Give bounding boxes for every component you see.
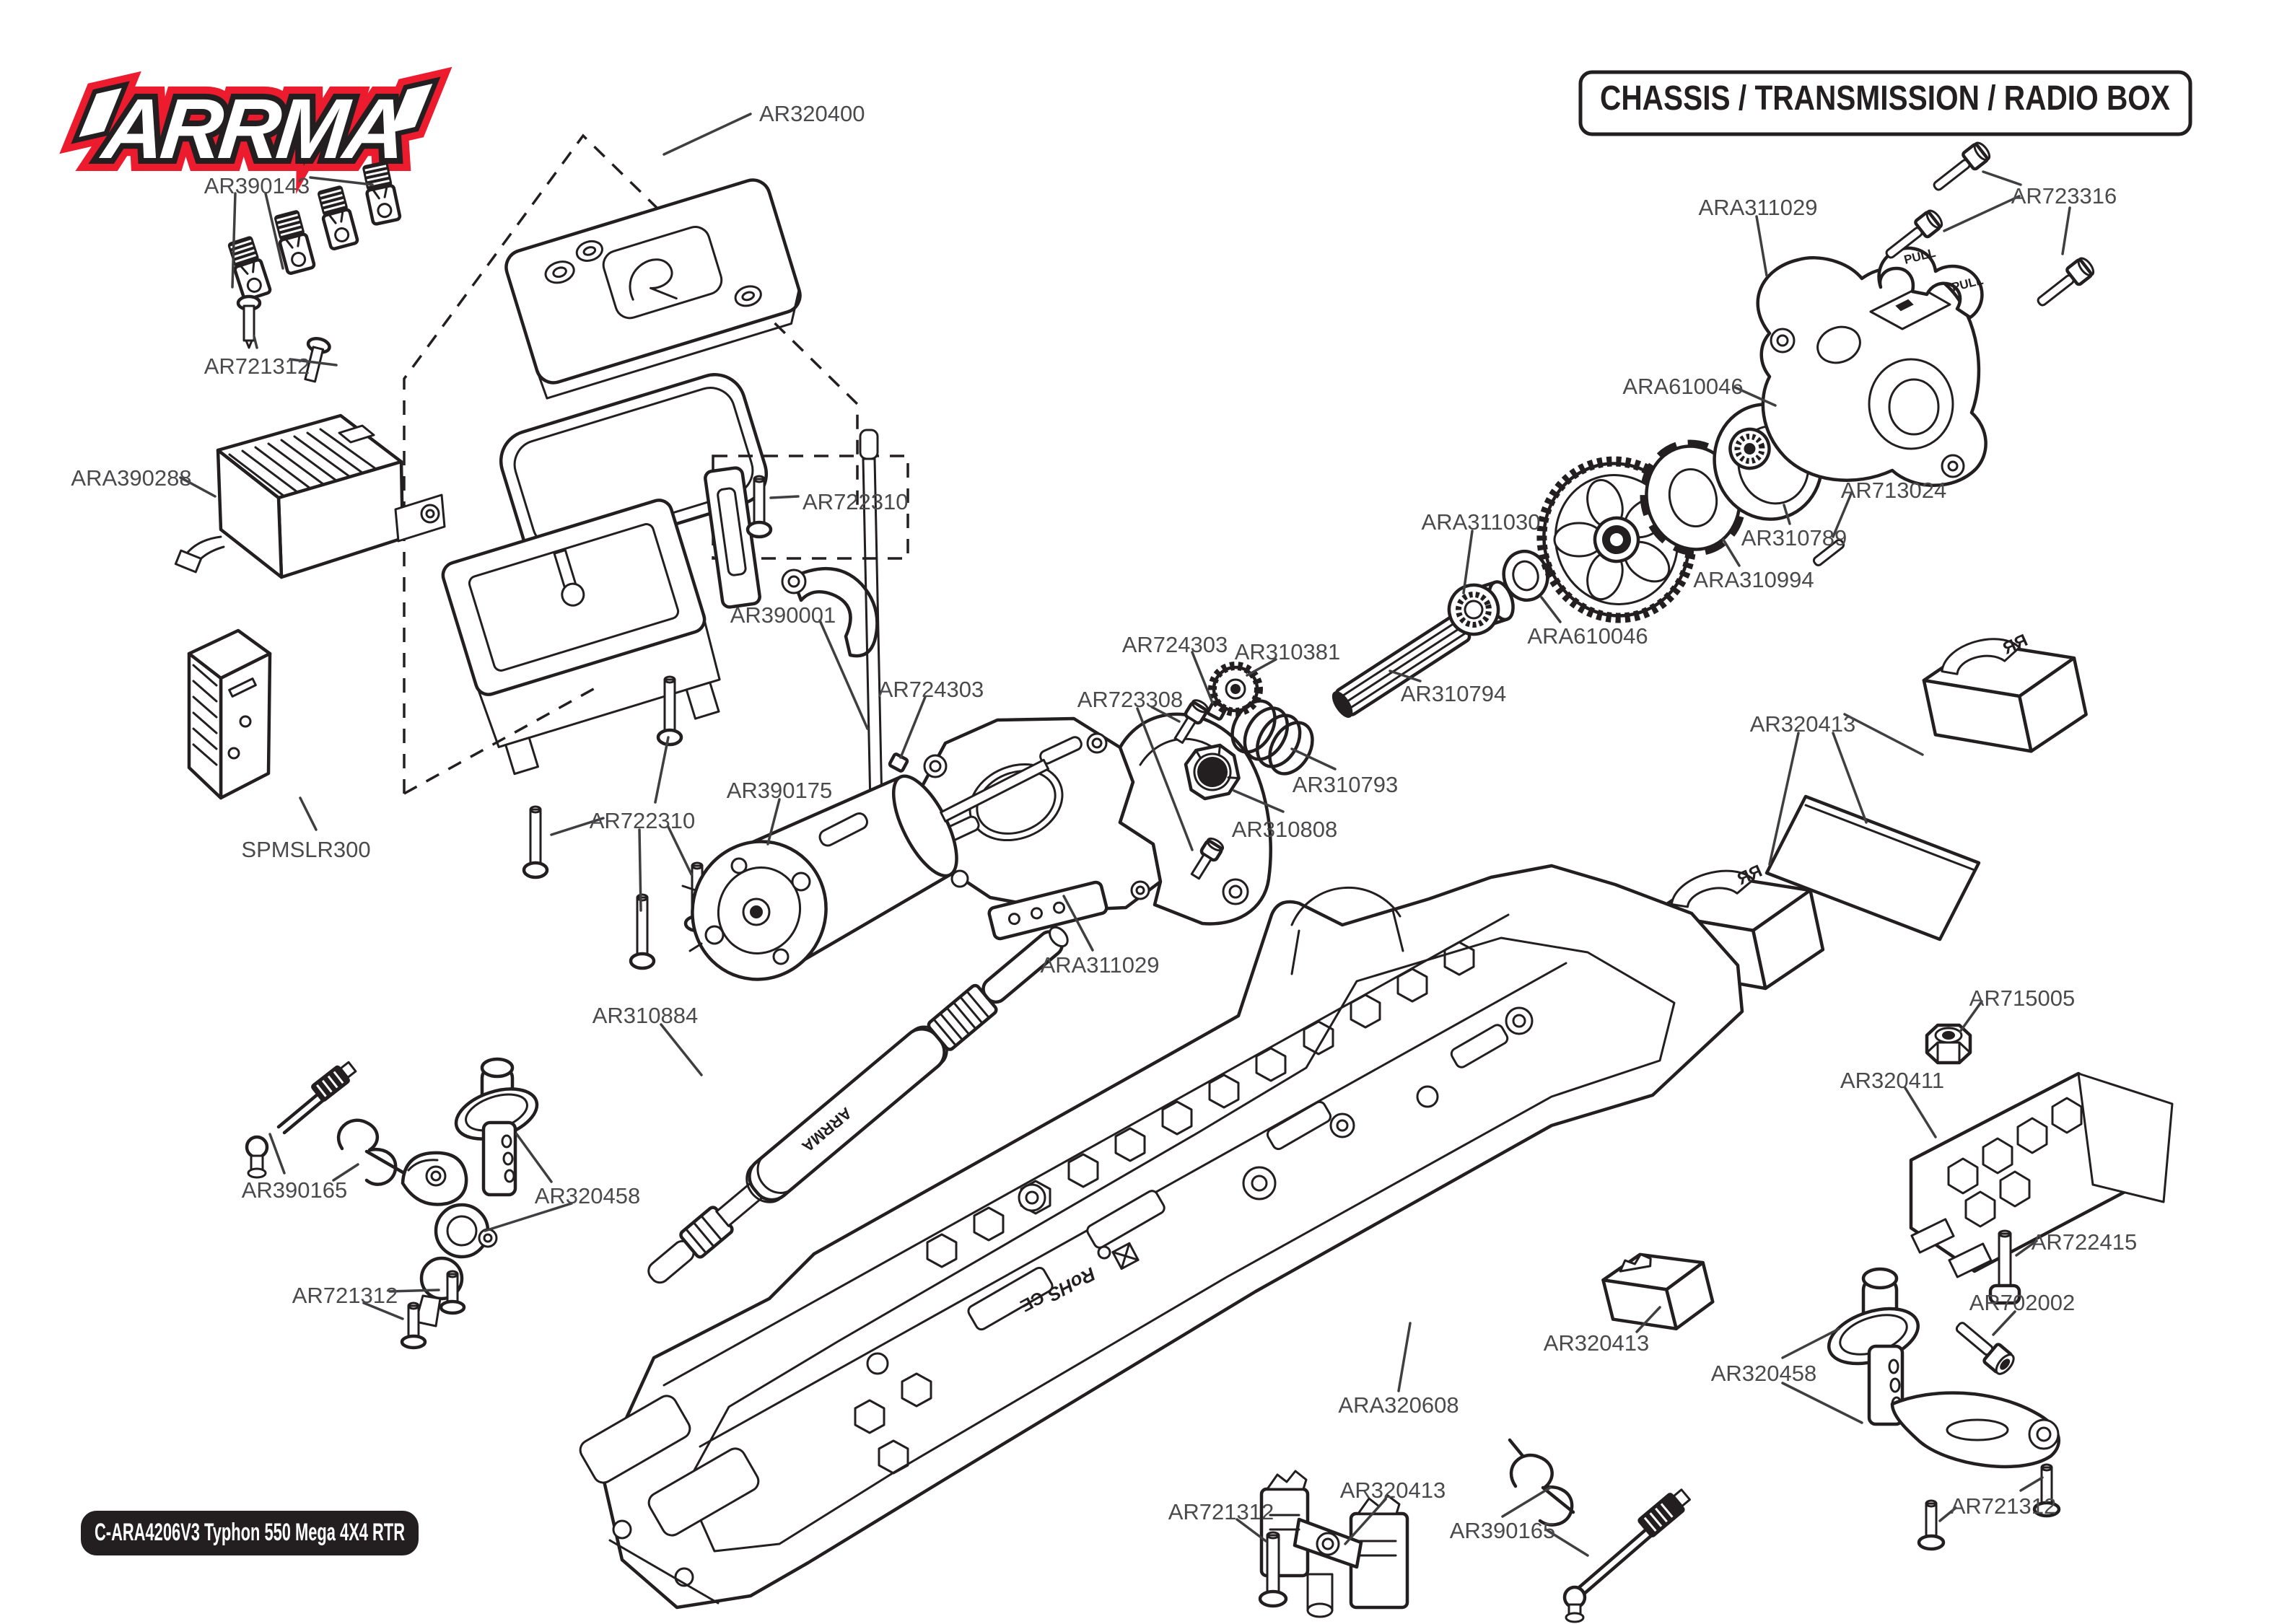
- part-label: AR721312: [1951, 1493, 2057, 1519]
- part-label: AR320413: [1750, 711, 1856, 737]
- part-label: AR390175: [727, 778, 833, 803]
- part-label: SPMSLR300: [241, 837, 370, 862]
- battery-box-right-part: RR: [1922, 631, 2088, 753]
- part-label: AR721312: [1168, 1499, 1274, 1524]
- part-label: ARA310994: [1693, 567, 1814, 592]
- part-label: AR724303: [878, 677, 984, 702]
- part-label: AR320458: [535, 1183, 641, 1208]
- body-clips-part: [227, 161, 402, 302]
- logo-quote-mark: [390, 84, 433, 133]
- part-label: AR715005: [1969, 986, 2076, 1011]
- page-title: CHASSIS / TRANSMISSION / RADIO BOX: [1600, 79, 2170, 118]
- part-label: AR320413: [1544, 1330, 1650, 1356]
- motor-mount-plates-part: [913, 712, 1272, 941]
- part-label: AR320400: [759, 101, 865, 126]
- footer-badge: C-ARA4206V3 Typhon 550 Mega 4X4 RTR: [81, 1511, 419, 1555]
- svg-text:ARRMA: ARRMA: [97, 82, 408, 177]
- part-label: AR722415: [2032, 1229, 2138, 1255]
- part-label: AR320458: [1711, 1361, 1817, 1386]
- part-label: AR723316: [2011, 183, 2117, 209]
- part-label: AR390165: [1450, 1518, 1556, 1543]
- part-label: ARA390288: [71, 465, 191, 491]
- part-label: AR310794: [1401, 681, 1507, 706]
- screw-ar721312-bottommiddle-part: [1258, 1531, 1288, 1608]
- part-label: AR724303: [1122, 632, 1228, 657]
- leader-lines: [179, 113, 2071, 1557]
- part-label: AR320411: [1840, 1068, 1944, 1093]
- title-border: [1578, 70, 2192, 136]
- esc-part: [174, 413, 446, 579]
- screw-ar722310-radio-part: [745, 475, 773, 539]
- battery-pad-part: [1764, 794, 1981, 942]
- chassis-part: RoHS CE: [579, 864, 1744, 1610]
- bearing-lower-part: [1502, 550, 1551, 602]
- part-label: ARA610046: [1527, 623, 1648, 649]
- body-post-right-part: [1827, 1267, 2060, 1469]
- gearbox-cover-part: PULL PULL: [1756, 246, 1987, 487]
- pinion-gear-part: [1208, 662, 1263, 716]
- model-label: C-ARA4206V3 Typhon 550 Mega 4X4 RTR: [95, 1519, 405, 1546]
- part-labels: AR320400 AR390143 AR721312 ARA390288 SPM…: [71, 101, 2137, 1543]
- part-label: AR702002: [1969, 1290, 2076, 1315]
- screws-ar723316-part: [1885, 141, 2095, 307]
- part-label: ARA320608: [1338, 1392, 1459, 1418]
- steering-bellcrank-part: [401, 1151, 498, 1327]
- arrma-logo: ARRMA ARRMA ARRMA: [59, 66, 452, 190]
- part-label: ARA311030: [1422, 509, 1541, 535]
- radio-box-handle-part: [781, 566, 879, 658]
- part-label: AR310808: [1232, 817, 1338, 842]
- radio-box-latch-part: [704, 466, 761, 609]
- part-label: ARA610046: [1622, 374, 1743, 399]
- part-label: AR320413: [1340, 1478, 1446, 1503]
- part-label: AR721312: [204, 354, 310, 379]
- locknut-part: [1925, 1023, 1972, 1065]
- part-label: AR310381: [1235, 639, 1341, 664]
- slipper-nut-part: [1184, 743, 1241, 801]
- part-label: AR310789: [1741, 525, 1847, 550]
- motor-part: [681, 758, 1050, 981]
- svg-text:ARRMA: ARRMA: [97, 82, 408, 177]
- screw-ar722415-part: [1988, 1229, 2021, 1305]
- part-label: AR390001: [730, 602, 836, 628]
- part-label: AR721312: [292, 1283, 398, 1308]
- part-label: AR310884: [592, 1003, 699, 1028]
- screws-ar721312-upper-part: [236, 294, 331, 383]
- part-label: AR310793: [1293, 772, 1399, 797]
- footer-box: [81, 1511, 419, 1555]
- battery-box-bottom-part: [1601, 1252, 1715, 1330]
- part-label: AR722310: [803, 489, 909, 514]
- pin-ar713024-part: [1812, 539, 1845, 566]
- oneway-hub-part: [1447, 580, 1515, 636]
- part-label: AR722310: [590, 808, 696, 833]
- pins-ar721312-bottomright-part: [1917, 1463, 2061, 1551]
- part-label: AR390143: [204, 173, 310, 198]
- logo-quote-mark: [79, 88, 122, 137]
- screw-ar702002-part: [1955, 1322, 2015, 1375]
- pins-ar721312-left-part: [400, 1270, 466, 1350]
- body-post-left-part: [454, 1057, 539, 1197]
- part-label: ARA311029: [1699, 195, 1818, 220]
- chassis-honeycomb: [854, 941, 1475, 1475]
- part-label: AR723308: [1077, 687, 1184, 712]
- title-box: CHASSIS / TRANSMISSION / RADIO BOX: [1578, 70, 2192, 136]
- logo-fill-white: ARRMA: [79, 82, 433, 177]
- screws-ar723308-part: [1173, 699, 1225, 880]
- part-label: ARA311029: [1041, 952, 1160, 978]
- radio-box-lid-part: [504, 178, 802, 400]
- linkage-bottom-part: [1508, 1438, 1691, 1623]
- antenna-mount-left-part: [245, 1061, 416, 1191]
- radio-box-body-part: [441, 499, 721, 776]
- part-label: AR713024: [1841, 478, 1947, 503]
- part-label: AR390165: [242, 1177, 348, 1203]
- receiver-part: [187, 628, 272, 800]
- battery-tray-part: [1909, 1071, 2174, 1278]
